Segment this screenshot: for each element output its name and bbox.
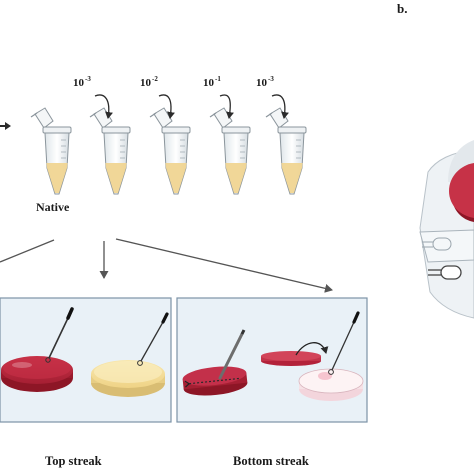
tube-1 <box>30 107 72 195</box>
incoming-arrow <box>0 122 11 130</box>
transfer-arrow-3 <box>219 94 234 119</box>
red-agar-dish <box>1 356 73 392</box>
led-icon-lower <box>428 265 462 280</box>
inoculation-loop-yellow <box>137 312 169 366</box>
transfer-arrow-2 <box>158 94 175 119</box>
top-streak-caption: Top streak <box>45 454 102 468</box>
dilution-label-1: 10-3 <box>73 75 91 89</box>
bottom-streak-panel <box>176 297 368 423</box>
dilution-transfer-arrows <box>94 94 289 119</box>
panel-label-b: b. <box>397 1 408 16</box>
tube-4 <box>209 107 251 195</box>
inoculation-loop-clear <box>328 311 360 375</box>
dilution-tubes <box>30 107 307 195</box>
panel-b-red-dish <box>449 163 474 222</box>
tube-3 <box>149 107 191 195</box>
led-icon-upper <box>422 237 452 251</box>
dish-lid <box>261 351 321 366</box>
transfer-arrow-1 <box>94 94 113 119</box>
split-arrows <box>0 238 333 293</box>
bottom-streak-caption: Bottom streak <box>233 454 309 468</box>
dilution-label-4: 10-3 <box>256 75 274 89</box>
yellow-agar-dish <box>91 360 165 397</box>
top-streak-panel <box>0 297 172 423</box>
panel-b-device <box>419 140 474 319</box>
dilution-label-2: 10-2 <box>140 75 158 89</box>
tube-2 <box>89 107 131 195</box>
clear-dish <box>298 368 364 401</box>
dilution-label-3: 10-1 <box>203 75 221 89</box>
transfer-arrow-4 <box>271 94 289 119</box>
tilted-red-dish <box>182 366 248 396</box>
streak-tool <box>218 329 246 380</box>
inoculation-loop-red <box>45 307 74 363</box>
tube-label-native: Native <box>36 200 70 214</box>
tube-5 <box>265 107 307 195</box>
